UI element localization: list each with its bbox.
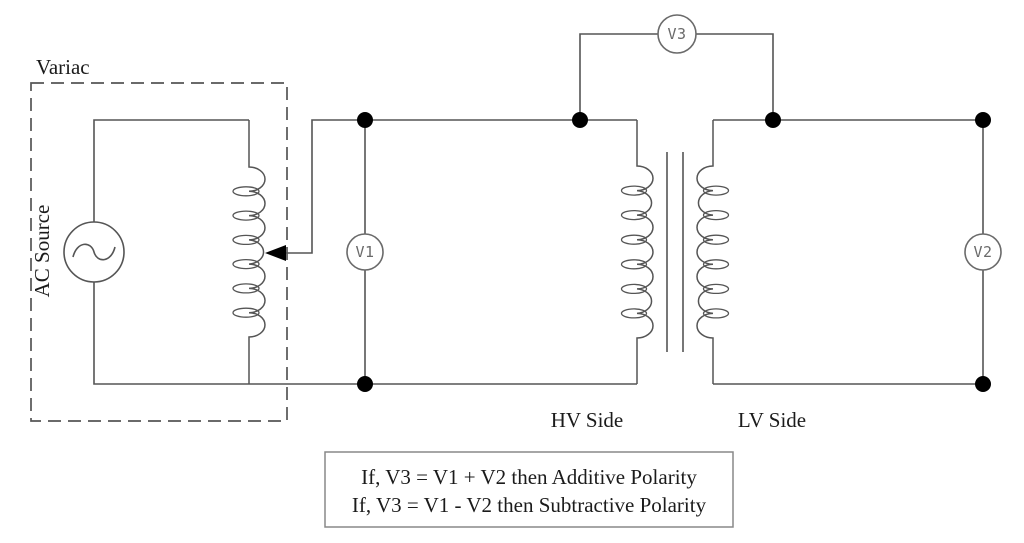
meter-v2: V2 xyxy=(964,233,1002,271)
voltmeter-icon xyxy=(657,14,697,54)
coil-loop xyxy=(620,234,648,245)
coil-loop xyxy=(702,308,730,319)
wire-variac-top xyxy=(93,119,249,222)
coil-loop xyxy=(620,259,648,270)
junction-dots xyxy=(357,112,991,392)
wiper-arrow-icon xyxy=(265,245,286,261)
coil-loop xyxy=(702,185,730,196)
hv-side-label: HV Side xyxy=(551,408,624,432)
voltmeter-icon xyxy=(964,233,1002,271)
coil-loop xyxy=(702,234,730,245)
coil-loop xyxy=(620,209,648,221)
caption-box: If, V3 = V1 + V2 then Additive Polarity … xyxy=(324,451,734,528)
ac-source-icon xyxy=(63,221,125,283)
transformer xyxy=(620,120,730,384)
coil-loop xyxy=(702,283,730,295)
junction-dot xyxy=(357,376,373,392)
caption-line-2: If, V3 = V1 - V2 then Subtractive Polari… xyxy=(352,493,707,517)
meter-v2-label: V2 xyxy=(973,243,992,261)
variac-boundary-box xyxy=(30,82,288,422)
wire-wiper-to-hv-top xyxy=(285,119,637,254)
coil-loop xyxy=(232,210,260,221)
junction-dot xyxy=(975,112,991,128)
ac-source-label: AC Source xyxy=(30,205,54,298)
wire-bottom-hv-loop xyxy=(93,282,637,385)
transformer-lv-winding-icon xyxy=(696,120,714,384)
variac-label: Variac xyxy=(36,55,90,79)
coil-loop xyxy=(232,186,260,197)
coil-loop xyxy=(232,307,260,318)
coil-loop xyxy=(232,283,260,294)
variac-coil xyxy=(248,120,266,384)
junction-dot xyxy=(975,376,991,392)
coil-loop xyxy=(620,308,648,319)
sine-wave-icon xyxy=(72,243,116,261)
coil-loop xyxy=(702,259,730,270)
meter-v3: V3 xyxy=(657,14,697,54)
junction-dot xyxy=(572,112,588,128)
coil-loop xyxy=(620,185,648,196)
lv-side-label: LV Side xyxy=(738,408,806,432)
caption-border xyxy=(324,451,734,528)
wire-v3-right xyxy=(696,33,774,120)
coil-loop xyxy=(232,234,260,246)
meter-v1-label: V1 xyxy=(355,243,374,261)
junction-dot xyxy=(765,112,781,128)
meter-v1: V1 xyxy=(346,233,384,271)
junction-dot xyxy=(357,112,373,128)
coil-loop xyxy=(702,209,730,221)
transformer-core-icon xyxy=(666,152,684,352)
wire-v3-left xyxy=(579,33,658,120)
transformer-hv-winding-icon xyxy=(636,120,654,384)
meter-v3-label: V3 xyxy=(667,25,686,43)
coil-loop xyxy=(620,283,648,295)
variac-winding-icon xyxy=(232,120,266,384)
voltmeter-icon xyxy=(346,233,384,271)
caption-line-1: If, V3 = V1 + V2 then Additive Polarity xyxy=(361,465,697,489)
coil-loop xyxy=(232,258,260,270)
